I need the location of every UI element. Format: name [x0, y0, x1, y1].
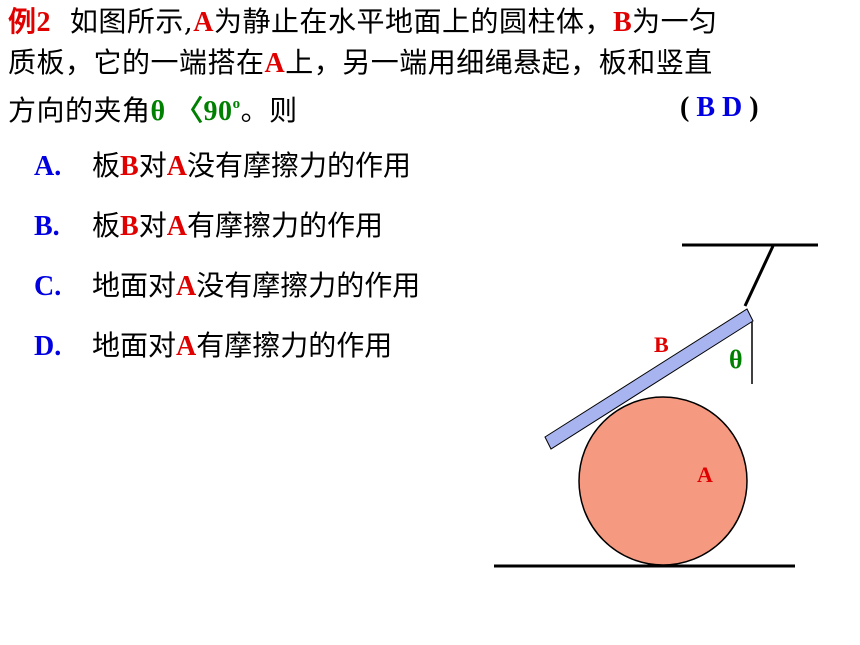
label-a: A [166, 151, 187, 182]
question-line-1: 例2 如图所示,A为静止在水平地面上的圆柱体，B为一匀 [8, 2, 848, 43]
option-text: 地面对 [92, 329, 177, 362]
option-c[interactable]: C. 地面对A没有摩擦力的作用 [34, 268, 420, 305]
question-text-part: 。则 [240, 94, 298, 127]
plank-label: B [654, 332, 669, 357]
degree-sup: o [232, 96, 241, 112]
label-a: A [264, 48, 286, 79]
cylinder-label: A [697, 462, 713, 487]
plank-b [544, 308, 754, 450]
label-a: A [176, 271, 197, 302]
rope [743, 245, 775, 307]
question-text-part: 如图所示, [69, 5, 194, 38]
option-letter: D. [34, 331, 62, 362]
option-d[interactable]: D. 地面对A有摩擦力的作用 [34, 328, 392, 365]
option-text: 板 [92, 209, 121, 242]
option-text: 对 [138, 149, 167, 182]
option-text: 对 [138, 209, 167, 242]
label-a: A [193, 7, 214, 38]
question-line-3: 方向的夹角θ 〈90o。则 [8, 84, 848, 132]
question-text-part: 上，另一端用细绳悬起，板和竖直 [285, 46, 713, 79]
answer-paren-open: ( [680, 92, 690, 123]
label-b: B [612, 7, 633, 38]
question-text-part: 质板，它的一端搭在 [8, 46, 265, 79]
question-line-2: 质板，它的一端搭在A上，另一端用细绳悬起，板和竖直 [8, 43, 848, 84]
option-b[interactable]: B. 板B对A有摩擦力的作用 [34, 208, 383, 245]
label-b: B [120, 151, 139, 182]
question-text: 例2 如图所示,A为静止在水平地面上的圆柱体，B为一匀 质板，它的一端搭在A上，… [8, 2, 848, 132]
question-text-part: 为静止在水平地面上的圆柱体， [213, 5, 613, 38]
answer-paren-close: ) [749, 92, 759, 123]
option-a[interactable]: A. 板B对A没有摩擦力的作用 [34, 148, 411, 185]
option-letter: A. [34, 151, 62, 182]
answer-letters: B D [696, 92, 743, 123]
question-text-part: 为一匀 [632, 5, 718, 38]
option-text: 没有摩擦力的作用 [186, 149, 411, 182]
option-text: 有摩擦力的作用 [186, 209, 383, 242]
option-text: 没有摩擦力的作用 [196, 269, 421, 302]
option-letter: C. [34, 271, 62, 302]
angle-value: 〈90 [175, 96, 233, 127]
label-a: A [176, 331, 197, 362]
answer: ( B D ) [680, 92, 759, 124]
option-letter: B. [34, 211, 60, 242]
theta-symbol: θ [150, 96, 166, 127]
question-text-part: 方向的夹角 [8, 94, 151, 127]
option-text: 有摩擦力的作用 [196, 329, 393, 362]
example-label: 例2 [8, 7, 52, 38]
angle-label: θ [729, 345, 743, 374]
label-b: B [120, 211, 139, 242]
option-text: 地面对 [92, 269, 177, 302]
cylinder-a [578, 396, 748, 566]
label-a: A [166, 211, 187, 242]
option-text: 板 [92, 149, 121, 182]
